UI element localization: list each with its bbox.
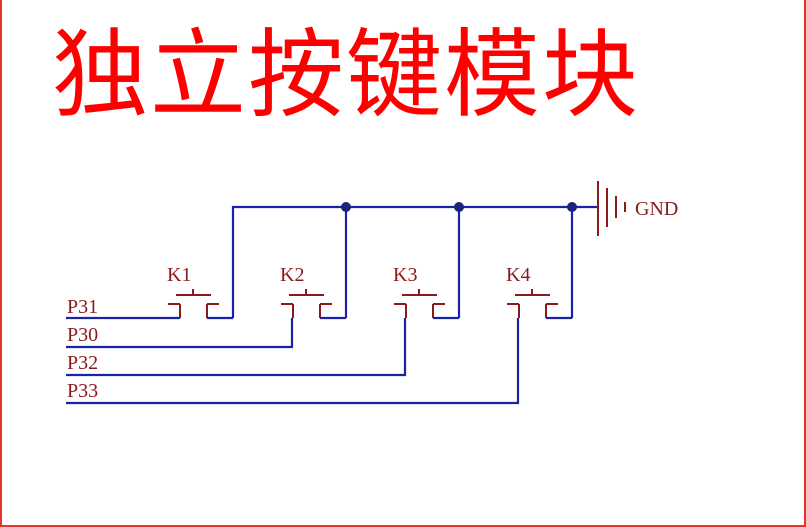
common-bus xyxy=(231,205,598,318)
pin-p31-label: P31 xyxy=(67,296,98,318)
switch-k4 xyxy=(507,289,558,318)
pin-p33-label: P33 xyxy=(67,380,98,402)
net-p33 xyxy=(66,318,520,405)
switch-k4-label: K4 xyxy=(506,264,530,286)
pin-p32-label: P32 xyxy=(67,352,98,374)
junction-dot xyxy=(567,202,577,212)
net-p30 xyxy=(66,318,294,349)
pin-p30-label: P30 xyxy=(67,324,98,346)
switch-k1 xyxy=(168,289,219,318)
switch-k3 xyxy=(394,289,445,318)
switch-k3-label: K3 xyxy=(393,264,417,286)
net-p32 xyxy=(66,318,407,377)
ground-label: GND xyxy=(635,198,678,220)
junction-dot xyxy=(454,202,464,212)
schematic-title: 独立按键模块 xyxy=(52,19,640,131)
switch-k2 xyxy=(281,289,332,318)
ground-symbol xyxy=(597,181,626,236)
junction-dot xyxy=(341,202,351,212)
switch-k1-label: K1 xyxy=(167,264,191,286)
switch-k2-label: K2 xyxy=(280,264,304,286)
